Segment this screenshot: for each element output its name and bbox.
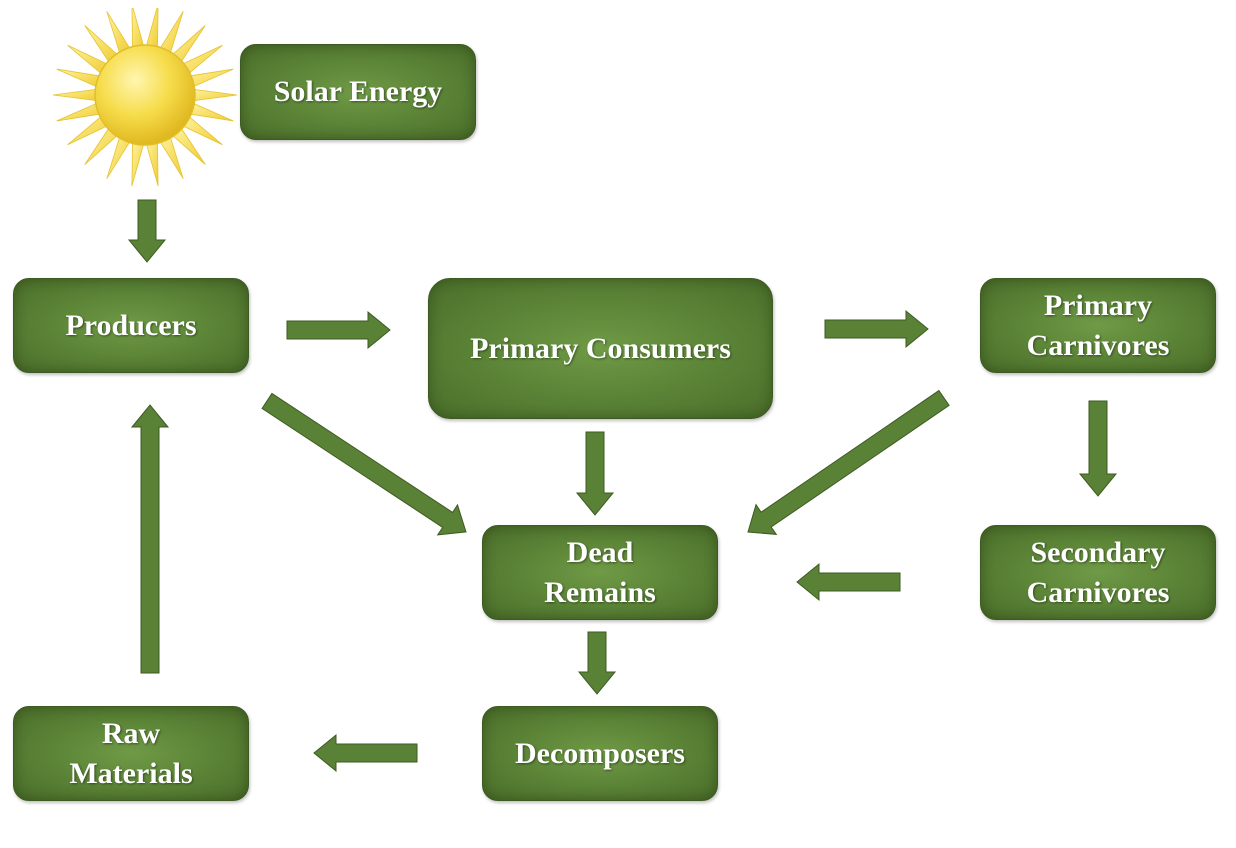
arrow-secondary-carnivores-to-dead-remains [796, 562, 901, 602]
arrow-sun-to-producers [127, 199, 167, 263]
arrow-primary-carnivores-to-dead-remains [747, 389, 950, 535]
arrow-producers-to-dead-remains [261, 392, 467, 536]
solar-energy-node: Solar Energy [240, 44, 476, 140]
producers-node: Producers [13, 278, 249, 373]
sun-icon [52, 8, 238, 187]
secondary-carnivores-label: Secondary Carnivores [1026, 535, 1170, 609]
arrow-producers-to-primary-consumers [286, 310, 391, 350]
arrow-decomposers-to-raw-materials [313, 733, 418, 773]
arrow-primary-carnivores-to-secondary-carnivores [1078, 400, 1118, 497]
primary-consumers-node: Primary Consumers [428, 278, 773, 419]
primary-consumers-label: Primary Consumers [470, 331, 731, 365]
raw-materials-label: Raw Materials [69, 716, 193, 790]
producers-label: Producers [65, 308, 197, 342]
arrow-raw-materials-to-producers [130, 404, 170, 674]
raw-materials-node: Raw Materials [13, 706, 249, 801]
decomposers-node: Decomposers [482, 706, 718, 801]
solar-energy-label: Solar Energy [273, 75, 443, 108]
primary-carnivores-label: Primary Carnivores [1026, 288, 1170, 362]
dead-remains-node: Dead Remains [482, 525, 718, 620]
arrow-primary-consumers-to-primary-carnivores [824, 309, 929, 349]
dead-remains-label: Dead Remains [544, 535, 656, 609]
decomposers-label: Decomposers [515, 736, 685, 770]
secondary-carnivores-node: Secondary Carnivores [980, 525, 1216, 620]
arrow-primary-consumers-to-dead-remains [575, 431, 615, 516]
primary-carnivores-node: Primary Carnivores [980, 278, 1216, 373]
arrow-dead-remains-to-decomposers [577, 631, 617, 695]
